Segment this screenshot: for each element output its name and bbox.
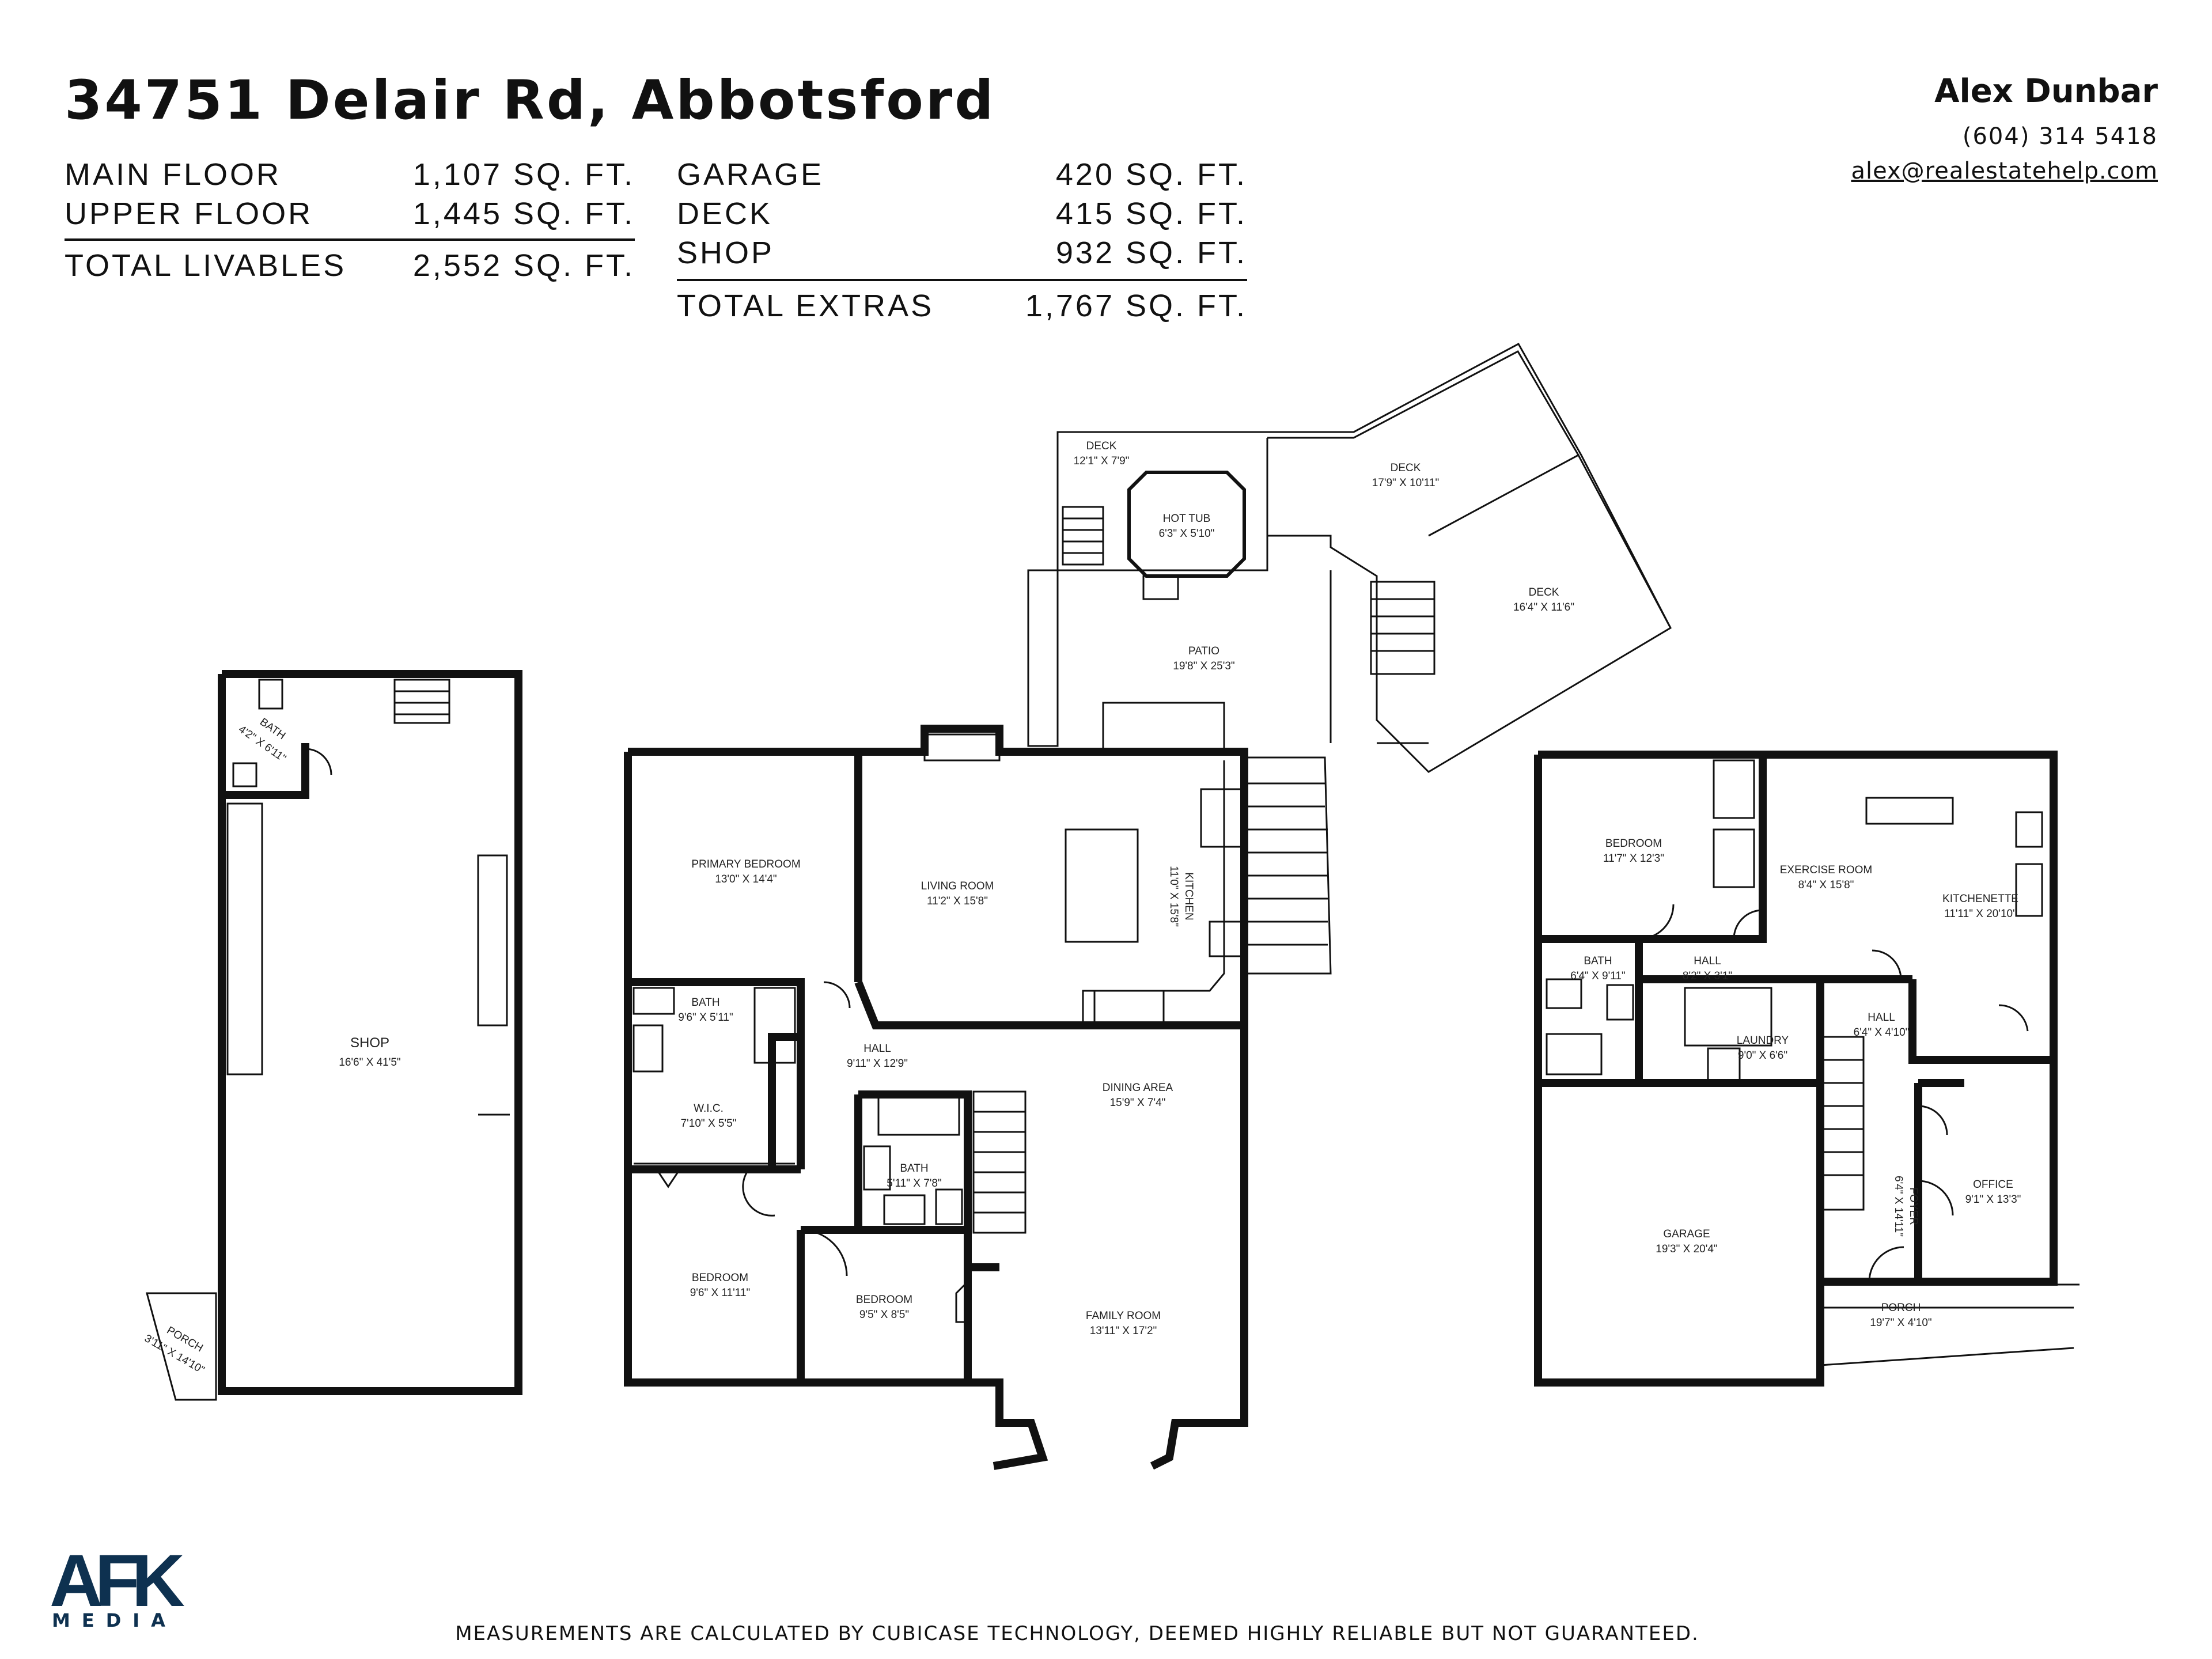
room-name-deck-small: DECK xyxy=(1086,440,1117,452)
agent-phone: (604) 314 5418 xyxy=(1962,123,2158,150)
agent-name: Alex Dunbar xyxy=(1934,73,2158,110)
room-dims-dining-area: 15'9" X 7'4" xyxy=(1110,1097,1166,1109)
agent-email-link[interactable]: alex@realestatehelp.com xyxy=(1851,158,2158,184)
area-label: UPPER FLOOR xyxy=(65,196,313,231)
main-floor-walls xyxy=(624,725,1248,1470)
room-dims-bath-lower: 6'4" X 9'11" xyxy=(1570,970,1625,982)
room-name-dining-area: DINING AREA xyxy=(1103,1082,1173,1094)
room-dims-deck-right: 16'4" X 11'6" xyxy=(1513,601,1574,613)
area-value: 2,552 SQ. FT. xyxy=(412,248,635,283)
afk-media-logo: AFK xyxy=(50,1544,188,1613)
room-dims-living-room: 11'2" X 15'8" xyxy=(927,895,988,907)
area-value: 932 SQ. FT. xyxy=(1055,236,1247,270)
room-name-exercise-room: EXERCISE ROOM xyxy=(1780,864,1872,876)
area-label: DECK xyxy=(677,196,773,231)
room-name-bath-lower: BATH xyxy=(1584,955,1612,967)
main-floor-fixtures xyxy=(632,733,1243,1323)
logo-text: AFK xyxy=(50,1544,185,1613)
disclaimer: MEASUREMENTS ARE CALCULATED BY CUBICASE … xyxy=(455,1622,1699,1645)
room-name-living-room: LIVING ROOM xyxy=(921,880,994,892)
divider xyxy=(65,238,635,241)
area-label: GARAGE xyxy=(677,157,824,192)
room-dims-hall-lower: 8'2" X 3'1" xyxy=(1683,970,1732,982)
room-dims-patio: 19'8" X 25'3" xyxy=(1173,660,1234,672)
lower-floor-walls xyxy=(1534,751,2058,1387)
room-dims-wic: 7'10" X 5'5" xyxy=(681,1118,737,1130)
area-label: MAIN FLOOR xyxy=(65,157,282,192)
room-name-bedroom-1: BEDROOM xyxy=(692,1272,748,1284)
area-value: 415 SQ. FT. xyxy=(1055,196,1247,231)
room-name-family-room: FAMILY ROOM xyxy=(1086,1310,1161,1322)
room-dims-hot-tub: 6'3" X 5'10" xyxy=(1159,528,1215,540)
room-name-wic: W.I.C. xyxy=(694,1103,724,1115)
shop-walls xyxy=(218,670,522,1395)
room-name-hot-tub: HOT TUB xyxy=(1163,513,1211,525)
room-name-bath-primary: BATH xyxy=(691,997,719,1009)
room-name-laundry: LAUNDRY xyxy=(1737,1035,1789,1047)
room-name-hall-small: HALL xyxy=(1868,1012,1895,1024)
room-dims-hall-small: 6'4" X 4'10" xyxy=(1854,1027,1910,1039)
room-name-bath-main: BATH xyxy=(900,1162,928,1175)
room-dims-garage: 19'3" X 20'4" xyxy=(1656,1243,1717,1255)
room-dims-bedroom-1: 9'6" X 11'11" xyxy=(690,1287,751,1299)
room-dims-office: 9'1" X 13'3" xyxy=(1965,1194,2021,1206)
room-dims-hall-main: 9'11" X 12'9" xyxy=(847,1058,908,1070)
lower-floor-fixtures xyxy=(1546,759,2074,1382)
shop-fixtures xyxy=(226,679,510,1116)
room-name-hall-main: HALL xyxy=(863,1043,891,1055)
room-dims-bath-main: 5'11" X 7'8" xyxy=(887,1177,941,1190)
room-dims-primary-bedroom: 13'0" X 14'4" xyxy=(715,873,777,885)
room-name-foyer: FOYER xyxy=(1907,1187,1919,1225)
room-name-porch-lower: PORCH xyxy=(1881,1302,1921,1314)
room-name-kitchenette: KITCHENETTE xyxy=(1942,893,2018,905)
room-dims-deck-upper: 17'9" X 10'11" xyxy=(1372,477,1440,489)
room-name-bedroom-lower: BEDROOM xyxy=(1605,838,1662,850)
room-dims-foyer: 6'4" X 14'11" xyxy=(1892,1176,1904,1237)
room-dims-laundry: 9'0" X 6'6" xyxy=(1738,1050,1787,1062)
room-dims-kitchen: 11'0" X 15'8" xyxy=(1168,866,1180,927)
room-dims-bedroom-lower: 11'7" X 12'3" xyxy=(1603,853,1664,865)
room-dims-bedroom-2: 9'5" X 8'5" xyxy=(859,1309,909,1321)
room-dims-kitchenette: 11'11" X 20'10" xyxy=(1944,908,2017,920)
room-name-patio: PATIO xyxy=(1188,645,1219,657)
room-dims-bath-primary: 9'6" X 5'11" xyxy=(678,1012,733,1024)
room-name-deck-upper: DECK xyxy=(1391,462,1421,474)
divider xyxy=(677,279,1247,281)
room-dims-family-room: 13'11" X 17'2" xyxy=(1090,1325,1157,1337)
area-value: 1,107 SQ. FT. xyxy=(412,157,635,192)
room-name-office: OFFICE xyxy=(1973,1179,2013,1191)
room-dims-porch-lower: 19'7" X 4'10" xyxy=(1870,1317,1931,1329)
room-name-hall-lower: HALL xyxy=(1694,955,1721,967)
area-value: 420 SQ. FT. xyxy=(1055,157,1247,192)
area-label: SHOP xyxy=(677,236,775,270)
logo-subtitle: MEDIA xyxy=(52,1609,177,1631)
room-dims-deck-small: 12'1" X 7'9" xyxy=(1074,455,1130,467)
deck-outlines xyxy=(146,342,2080,1401)
room-name-kitchen: KITCHEN xyxy=(1183,872,1195,920)
room-name-deck-right: DECK xyxy=(1529,586,1559,599)
room-name-garage: GARAGE xyxy=(1663,1228,1710,1240)
hot-tub-outline xyxy=(1127,471,1246,578)
room-name-bedroom-2: BEDROOM xyxy=(856,1294,912,1306)
area-label: TOTAL EXTRAS xyxy=(677,289,934,323)
room-dims-shop: 16'6" X 41'5" xyxy=(339,1056,400,1069)
area-value: 1,767 SQ. FT. xyxy=(1025,289,1247,323)
area-label: TOTAL LIVABLES xyxy=(65,248,347,283)
room-name-primary-bedroom: PRIMARY BEDROOM xyxy=(691,858,800,870)
area-value: 1,445 SQ. FT. xyxy=(412,196,635,231)
property-address: 34751 Delair Rd, Abbotsford xyxy=(65,69,996,132)
room-dims-exercise-room: 8'4" X 15'8" xyxy=(1798,879,1854,891)
room-name-shop: SHOP xyxy=(350,1035,389,1051)
